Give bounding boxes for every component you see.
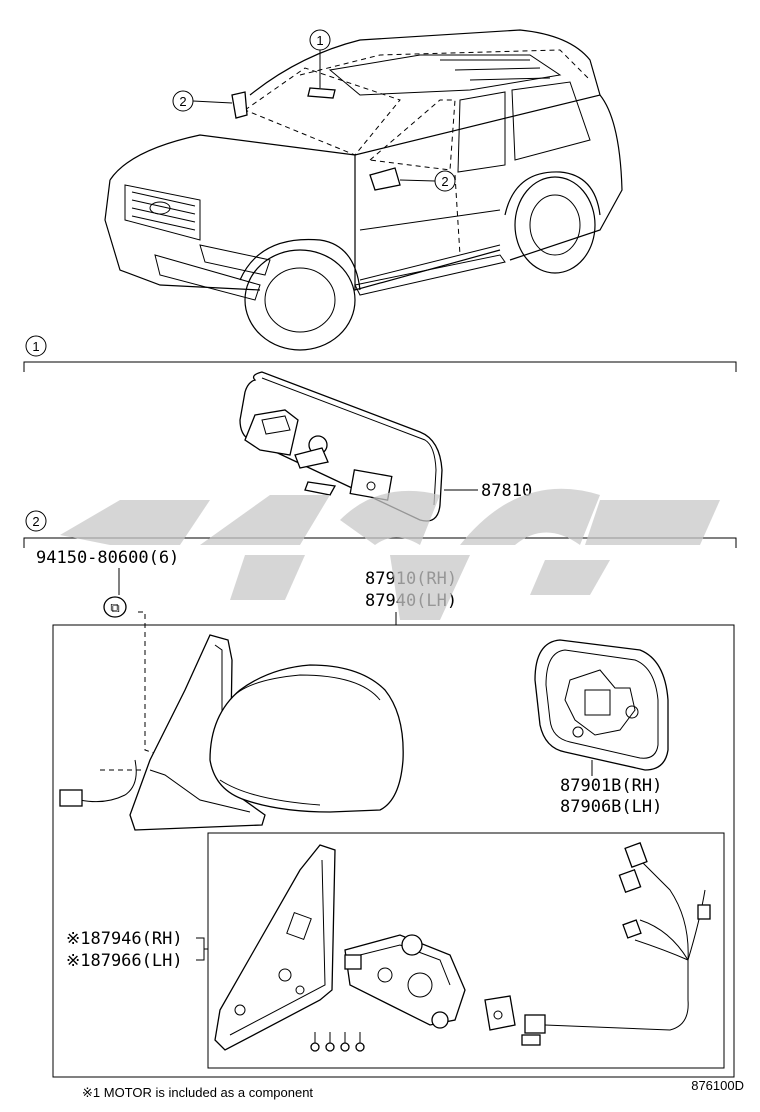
part-inner-mirror-label: 87810 [481,481,532,501]
svg-text:⧉: ⧉ [110,600,119,615]
screw-set-icon [310,1032,365,1052]
vehicle-illustration [104,29,623,351]
motor-subassembly-frame [207,832,725,1069]
part-mirror-glass-rh-label: 87901B(RH) [560,776,662,796]
svg-text:2: 2 [441,174,448,189]
callout-2-left: 2 [172,90,233,112]
svg-text:1: 1 [316,33,323,48]
svg-text:1: 1 [32,339,39,354]
outer-mirror-assembly-frame [52,624,735,1078]
screw-icon: ⧉ [103,596,127,618]
inner-mirror-illustration [239,371,478,522]
part-motor-sub-rh-label: ※187946(RH) [66,929,183,949]
motor-subassembly-illustration [214,842,711,1052]
section-1-header: 1 [23,335,737,372]
mirror-glass-illustration [534,639,669,771]
callout-1-top: 1 [309,29,331,88]
part-motor-sub-lh-label: ※187966(LH) [66,951,183,971]
motor-sub-bracket [196,937,208,961]
part-screw-label: 94150-80600(6) [36,548,179,568]
diagram-code: 876100D [691,1078,744,1093]
outer-mirror-illustration [59,634,404,831]
svg-text:2: 2 [179,94,186,109]
part-mirror-glass-lh-label: 87906B(LH) [560,797,662,817]
footnote-text: ※1 MOTOR is included as a component [82,1085,313,1100]
watermark-logo [60,488,720,620]
svg-text:2: 2 [32,514,39,529]
callout-2-right: 2 [399,170,456,192]
